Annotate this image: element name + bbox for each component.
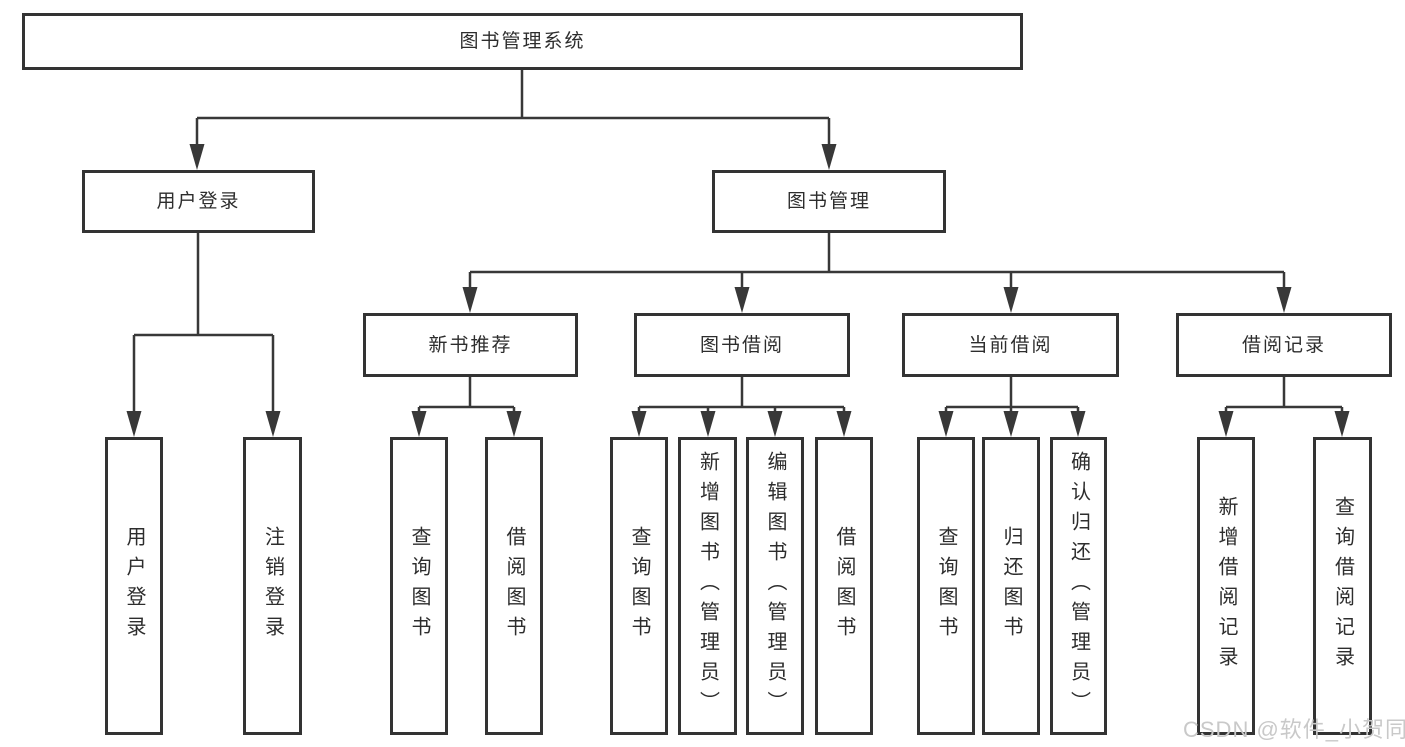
watermark: CSDN @软件_小贺同学 (1183, 717, 1405, 742)
arrow-down-icon (506, 411, 522, 437)
arrow-down-icon (821, 144, 837, 170)
leaf-query-books-borrow: 查询图书 (610, 437, 668, 735)
arrow-down-icon (265, 411, 281, 437)
node-user-login-module: 用户登录 (82, 170, 315, 233)
arrow-down-icon (462, 287, 478, 313)
arrow-down-icon (767, 411, 783, 437)
connector-lines (132, 70, 1344, 413)
arrow-down-icon (1218, 411, 1234, 437)
node-library-system: 图书管理系统 (22, 13, 1023, 70)
arrow-down-icon (1003, 287, 1019, 313)
node-borrow-records: 借阅记录 (1176, 313, 1392, 377)
leaf-query-books-recommend: 查询图书 (390, 437, 448, 735)
leaf-query-borrow-record: 查询借阅记录 (1313, 437, 1372, 735)
arrow-down-icon (631, 411, 647, 437)
arrow-down-icon (938, 411, 954, 437)
arrow-down-icon (1070, 411, 1086, 437)
node-book-management-module: 图书管理 (712, 170, 946, 233)
leaf-user-login: 用户登录 (105, 437, 163, 735)
leaf-add-book-admin: 新增图书（管理员） (678, 437, 737, 735)
leaf-confirm-return-admin: 确认归还（管理员） (1050, 437, 1107, 735)
leaf-borrow-books: 借阅图书 (815, 437, 873, 735)
arrow-down-icon (126, 411, 142, 437)
arrow-down-icon (1334, 411, 1350, 437)
leaf-query-books-current: 查询图书 (917, 437, 975, 735)
leaf-logout: 注销登录 (243, 437, 302, 735)
leaf-add-borrow-record: 新增借阅记录 (1197, 437, 1255, 735)
arrowheads (126, 144, 1350, 437)
arrow-down-icon (1003, 411, 1019, 437)
arrow-down-icon (411, 411, 427, 437)
arrow-down-icon (189, 144, 205, 170)
node-new-book-recommend: 新书推荐 (363, 313, 578, 377)
arrow-down-icon (700, 411, 716, 437)
leaf-edit-book-admin: 编辑图书（管理员） (746, 437, 804, 735)
arrow-down-icon (1276, 287, 1292, 313)
arrow-down-icon (734, 287, 750, 313)
leaf-borrow-books-recommend: 借阅图书 (485, 437, 543, 735)
node-book-borrow: 图书借阅 (634, 313, 850, 377)
node-current-borrow: 当前借阅 (902, 313, 1119, 377)
leaf-return-book: 归还图书 (982, 437, 1040, 735)
arrow-down-icon (836, 411, 852, 437)
